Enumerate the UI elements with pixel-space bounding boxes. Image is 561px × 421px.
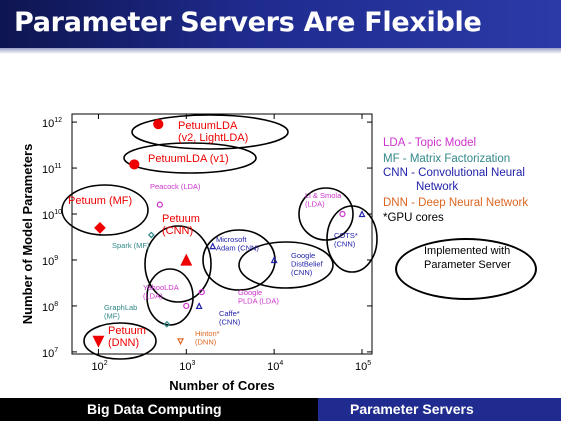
group-ellipse bbox=[238, 241, 334, 289]
data-label: Peacock (LDA) bbox=[150, 182, 201, 191]
data-label: GraphLab(MF) bbox=[104, 303, 137, 321]
data-point bbox=[177, 338, 185, 346]
data-point bbox=[180, 253, 193, 266]
group-ellipse bbox=[298, 187, 354, 241]
note-ellipse bbox=[395, 238, 537, 300]
legend-item: Network bbox=[416, 181, 459, 193]
data-label: Petuum (MF) bbox=[68, 195, 132, 207]
group-ellipse bbox=[61, 184, 149, 236]
data-point bbox=[153, 119, 164, 130]
footer-course-title: Big Data Computing bbox=[87, 401, 222, 417]
group-ellipse bbox=[146, 268, 194, 326]
note-text: Implemented with Parameter Server bbox=[424, 245, 511, 271]
data-point bbox=[183, 302, 190, 310]
data-point bbox=[92, 335, 105, 348]
data-point bbox=[358, 210, 366, 218]
data-point bbox=[195, 302, 203, 310]
legend-item: LDA - Topic Model bbox=[383, 137, 477, 149]
scatter-chart: 102 103 104 105 107 108 109 1010 1011 1012Number … bbox=[20, 113, 378, 393]
y-tick-label: 1010 bbox=[42, 209, 62, 222]
y-tick-label: 108 bbox=[42, 301, 58, 314]
y-tick-label: 107 bbox=[42, 347, 58, 360]
data-point bbox=[94, 222, 106, 234]
x-tick-label: 104 bbox=[267, 360, 283, 373]
data-point bbox=[198, 289, 205, 296]
data-point bbox=[270, 256, 278, 264]
data-label: COTS*(CNN) bbox=[334, 231, 358, 249]
data-label: Li & Smola(LDA) bbox=[305, 191, 342, 209]
title-bar bbox=[0, 0, 561, 48]
y-axis-label: Number of Model Parameters bbox=[20, 144, 35, 325]
data-label: Caffe*(CNN) bbox=[219, 309, 241, 327]
legend-item: *GPU cores bbox=[383, 212, 444, 224]
x-axis-label: Number of Cores bbox=[169, 378, 274, 393]
page-title: Parameter Servers Are Flexible bbox=[14, 7, 482, 38]
y-tick-label: 109 bbox=[42, 255, 58, 268]
group-ellipse bbox=[83, 322, 157, 360]
legend-item: MF - Matrix Factorization bbox=[383, 153, 511, 165]
title-divider bbox=[0, 48, 561, 54]
footer-left-bar bbox=[0, 398, 318, 421]
group-ellipse bbox=[131, 114, 289, 150]
data-point bbox=[147, 231, 155, 239]
data-point bbox=[156, 201, 163, 208]
group-ellipse bbox=[144, 225, 212, 303]
data-point bbox=[129, 159, 140, 170]
data-point bbox=[209, 242, 217, 250]
plot-frame bbox=[71, 113, 373, 355]
group-ellipse bbox=[326, 205, 378, 273]
y-tick-label: 1011 bbox=[42, 163, 62, 176]
x-tick-label: 105 bbox=[355, 360, 371, 373]
x-tick-label: 103 bbox=[179, 360, 195, 373]
legend-item: CNN - Convolutional Neural bbox=[383, 167, 525, 179]
x-tick-label: 102 bbox=[91, 360, 107, 373]
data-label: YahooLDA(LDA) bbox=[143, 283, 179, 301]
data-label: Hinton*(DNN) bbox=[195, 329, 220, 347]
data-label: Petuum(DNN) bbox=[108, 325, 146, 349]
data-point bbox=[339, 210, 346, 218]
data-label: PetuumLDA(v2, LightLDA) bbox=[178, 120, 248, 144]
data-point bbox=[163, 320, 171, 328]
footer-right-bar bbox=[318, 398, 561, 421]
y-tick-label: 1012 bbox=[42, 117, 62, 130]
data-label: PetuumLDA (v1) bbox=[148, 153, 229, 165]
data-label: Spark (MF) bbox=[112, 241, 150, 250]
data-label: Petuum(CNN) bbox=[162, 213, 200, 237]
legend-item: DNN - Deep Neural Network bbox=[383, 197, 529, 209]
footer-section-title: Parameter Servers bbox=[350, 401, 474, 417]
group-ellipse bbox=[123, 142, 257, 174]
